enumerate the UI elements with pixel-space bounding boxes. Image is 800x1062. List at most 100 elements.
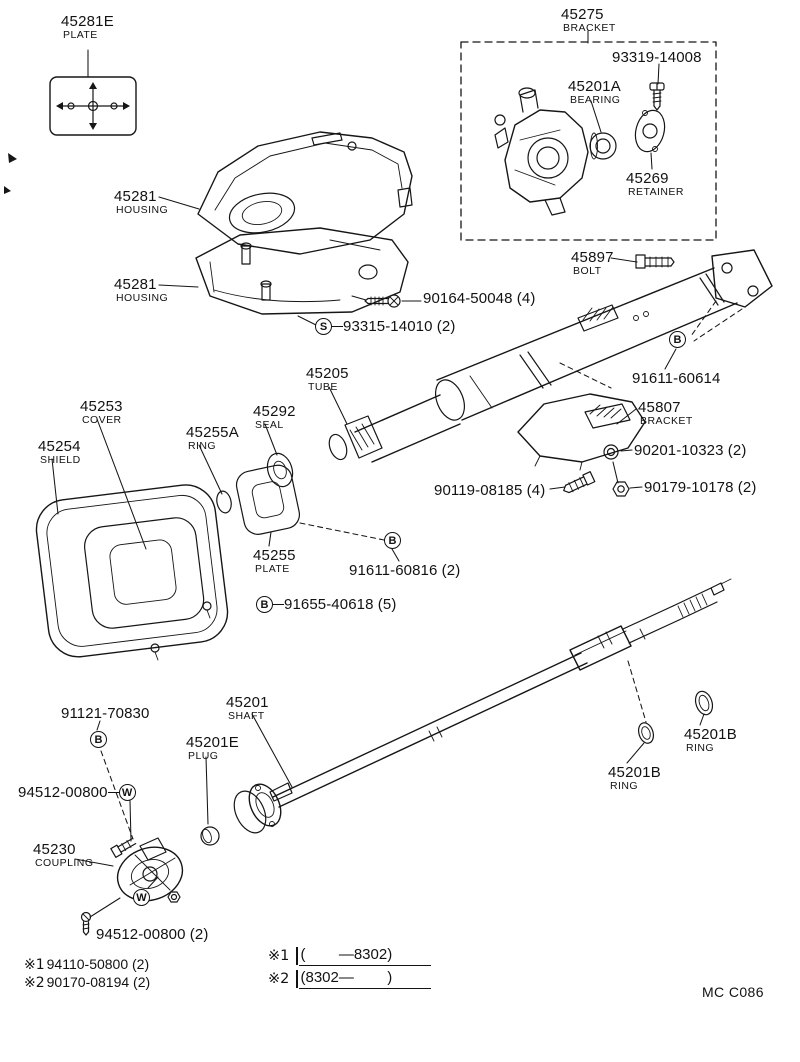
- label-45255-plate: 45255 PLATE: [253, 548, 296, 575]
- plate-gasket-drawing: [235, 464, 400, 562]
- cover-drawing: [84, 517, 205, 629]
- applicability-row-1: ※1 ( —8302): [268, 945, 431, 966]
- date-range: (8302— ): [298, 968, 431, 989]
- label-93315-14010: S 93315-14010 (2): [315, 318, 455, 335]
- part-desc: BRACKET: [563, 22, 616, 35]
- part-number: 45281: [114, 188, 157, 205]
- reference-mark: ※2: [24, 975, 45, 991]
- part-desc: BRACKET: [640, 415, 693, 428]
- date-range: ( —8302): [298, 945, 431, 966]
- part-number: 45230: [33, 841, 76, 858]
- part-number: 45201: [226, 694, 269, 711]
- label-90119-08185: 90119-08185 (4): [434, 482, 546, 499]
- reference-mark: ※1: [24, 957, 45, 973]
- label-45281-housing-upper: 45281 HOUSING: [114, 189, 168, 216]
- label-90179-10178: 90179-10178 (2): [644, 479, 757, 496]
- applicability-row-2: ※2 (8302— ): [268, 968, 431, 989]
- part-desc: HOUSING: [116, 292, 169, 305]
- part-number: 45807: [638, 399, 681, 416]
- washer-icon: [603, 444, 633, 460]
- part-desc: COVER: [82, 414, 122, 427]
- part-number: 45255A: [186, 424, 239, 441]
- nut-icon: [612, 461, 643, 497]
- circled-letter-w: W: [133, 889, 150, 906]
- leader-dash: [107, 791, 119, 794]
- part-number: 45253: [80, 398, 123, 415]
- label-45201b-ring-right: 45201B RING: [684, 727, 737, 754]
- circled-letter-b: B: [384, 532, 401, 549]
- part-desc: SHIELD: [40, 454, 81, 467]
- circled-letter-b: B: [256, 596, 273, 613]
- part-desc: BOLT: [573, 265, 602, 278]
- part-number: 90170-08194 (2): [46, 974, 151, 990]
- label-45201b-ring-left: 45201B RING: [608, 765, 661, 792]
- label-93319-14008: 93319-14008: [612, 49, 702, 66]
- label-45292-seal: 45292 SEAL: [253, 404, 296, 431]
- label-45275-bracket: 45275 BRACKET: [561, 7, 616, 34]
- label-94512-00800-2: 94512-00800 (2): [96, 926, 209, 943]
- circled-letter-b: B: [90, 731, 107, 748]
- part-desc: BEARING: [570, 94, 621, 107]
- shift-pattern-plate-drawing: [49, 49, 137, 136]
- part-number: 93315-14010 (2): [343, 318, 456, 335]
- misc-leaders: [96, 720, 101, 731]
- label-90201-10323: 90201-10323 (2): [634, 442, 747, 459]
- ring-drawing: [626, 722, 655, 764]
- label-45205-tube: 45205 TUBE: [306, 366, 349, 393]
- screw-icon: [649, 63, 665, 111]
- part-number: 94110-50800 (2): [46, 956, 150, 972]
- shield-drawing: [35, 418, 229, 661]
- page-code: MC C086: [702, 984, 764, 1000]
- flange-drawing: [699, 249, 773, 308]
- part-number: 45269: [626, 170, 669, 187]
- circled-letter-w: W: [118, 784, 136, 801]
- bolt-icon: [563, 471, 596, 494]
- label-91611-60816: 91611-60816 (2): [349, 562, 461, 579]
- part-number: 45292: [253, 403, 296, 420]
- label-45253-cover: 45253 COVER: [80, 399, 123, 426]
- label-91121-70830: 91121-70830: [61, 705, 150, 722]
- part-desc: PLATE: [63, 29, 98, 42]
- leader-dash: [332, 325, 343, 328]
- lower-bracket-drawing: [517, 393, 646, 497]
- part-desc: TUBE: [308, 381, 338, 394]
- print-specks: [4, 153, 17, 194]
- part-desc: SEAL: [255, 419, 284, 432]
- label-90164-50048: 90164-50048 (4): [423, 290, 536, 307]
- label-91655-40618: B 91655-40618 (5): [256, 596, 396, 613]
- part-desc: RETAINER: [628, 186, 684, 199]
- part-number: 45201E: [186, 734, 239, 751]
- label-94512-00800-w: 94512-00800 W: [18, 784, 136, 801]
- label-45201e-plug: 45201E PLUG: [186, 735, 239, 762]
- footnote-1: ※1 94110-50800 (2): [24, 956, 149, 973]
- part-desc: HOUSING: [116, 204, 169, 217]
- ring-drawing: [694, 690, 714, 726]
- reference-mark: ※1: [268, 947, 290, 964]
- part-number: 45255: [253, 547, 296, 564]
- circled-letter-s: S: [315, 318, 332, 335]
- nut-icon: [167, 891, 181, 903]
- table-divider: [296, 946, 298, 965]
- part-number: 45201B: [608, 764, 661, 781]
- label-45255a-ring: 45255A RING: [186, 425, 239, 452]
- label-45807-bracket: 45807 BRACKET: [638, 400, 693, 427]
- part-number: 45201A: [568, 78, 621, 95]
- label-45201a-bearing: 45201A BEARING: [568, 79, 621, 106]
- bolt-icon: [80, 911, 92, 936]
- snap-ring-drawing: [198, 444, 232, 514]
- label-45281e-plate: 45281E PLATE: [61, 14, 114, 41]
- part-desc: RING: [686, 742, 715, 755]
- part-number: 91655-40618 (5): [284, 596, 397, 613]
- leader-dash: [273, 603, 284, 606]
- screw-93315-leader: [297, 315, 317, 326]
- label-45281-housing-lower: 45281 HOUSING: [114, 277, 168, 304]
- circled-letter-b: B: [669, 331, 686, 348]
- label-45230-coupling: 45230 COUPLING: [33, 842, 93, 869]
- reference-mark: ※2: [268, 970, 290, 987]
- part-number: 45254: [38, 438, 81, 455]
- bracket-detail-box: [460, 30, 717, 241]
- seal-drawing: [264, 423, 294, 488]
- table-divider: [296, 969, 298, 988]
- bearing-drawing: [589, 100, 617, 160]
